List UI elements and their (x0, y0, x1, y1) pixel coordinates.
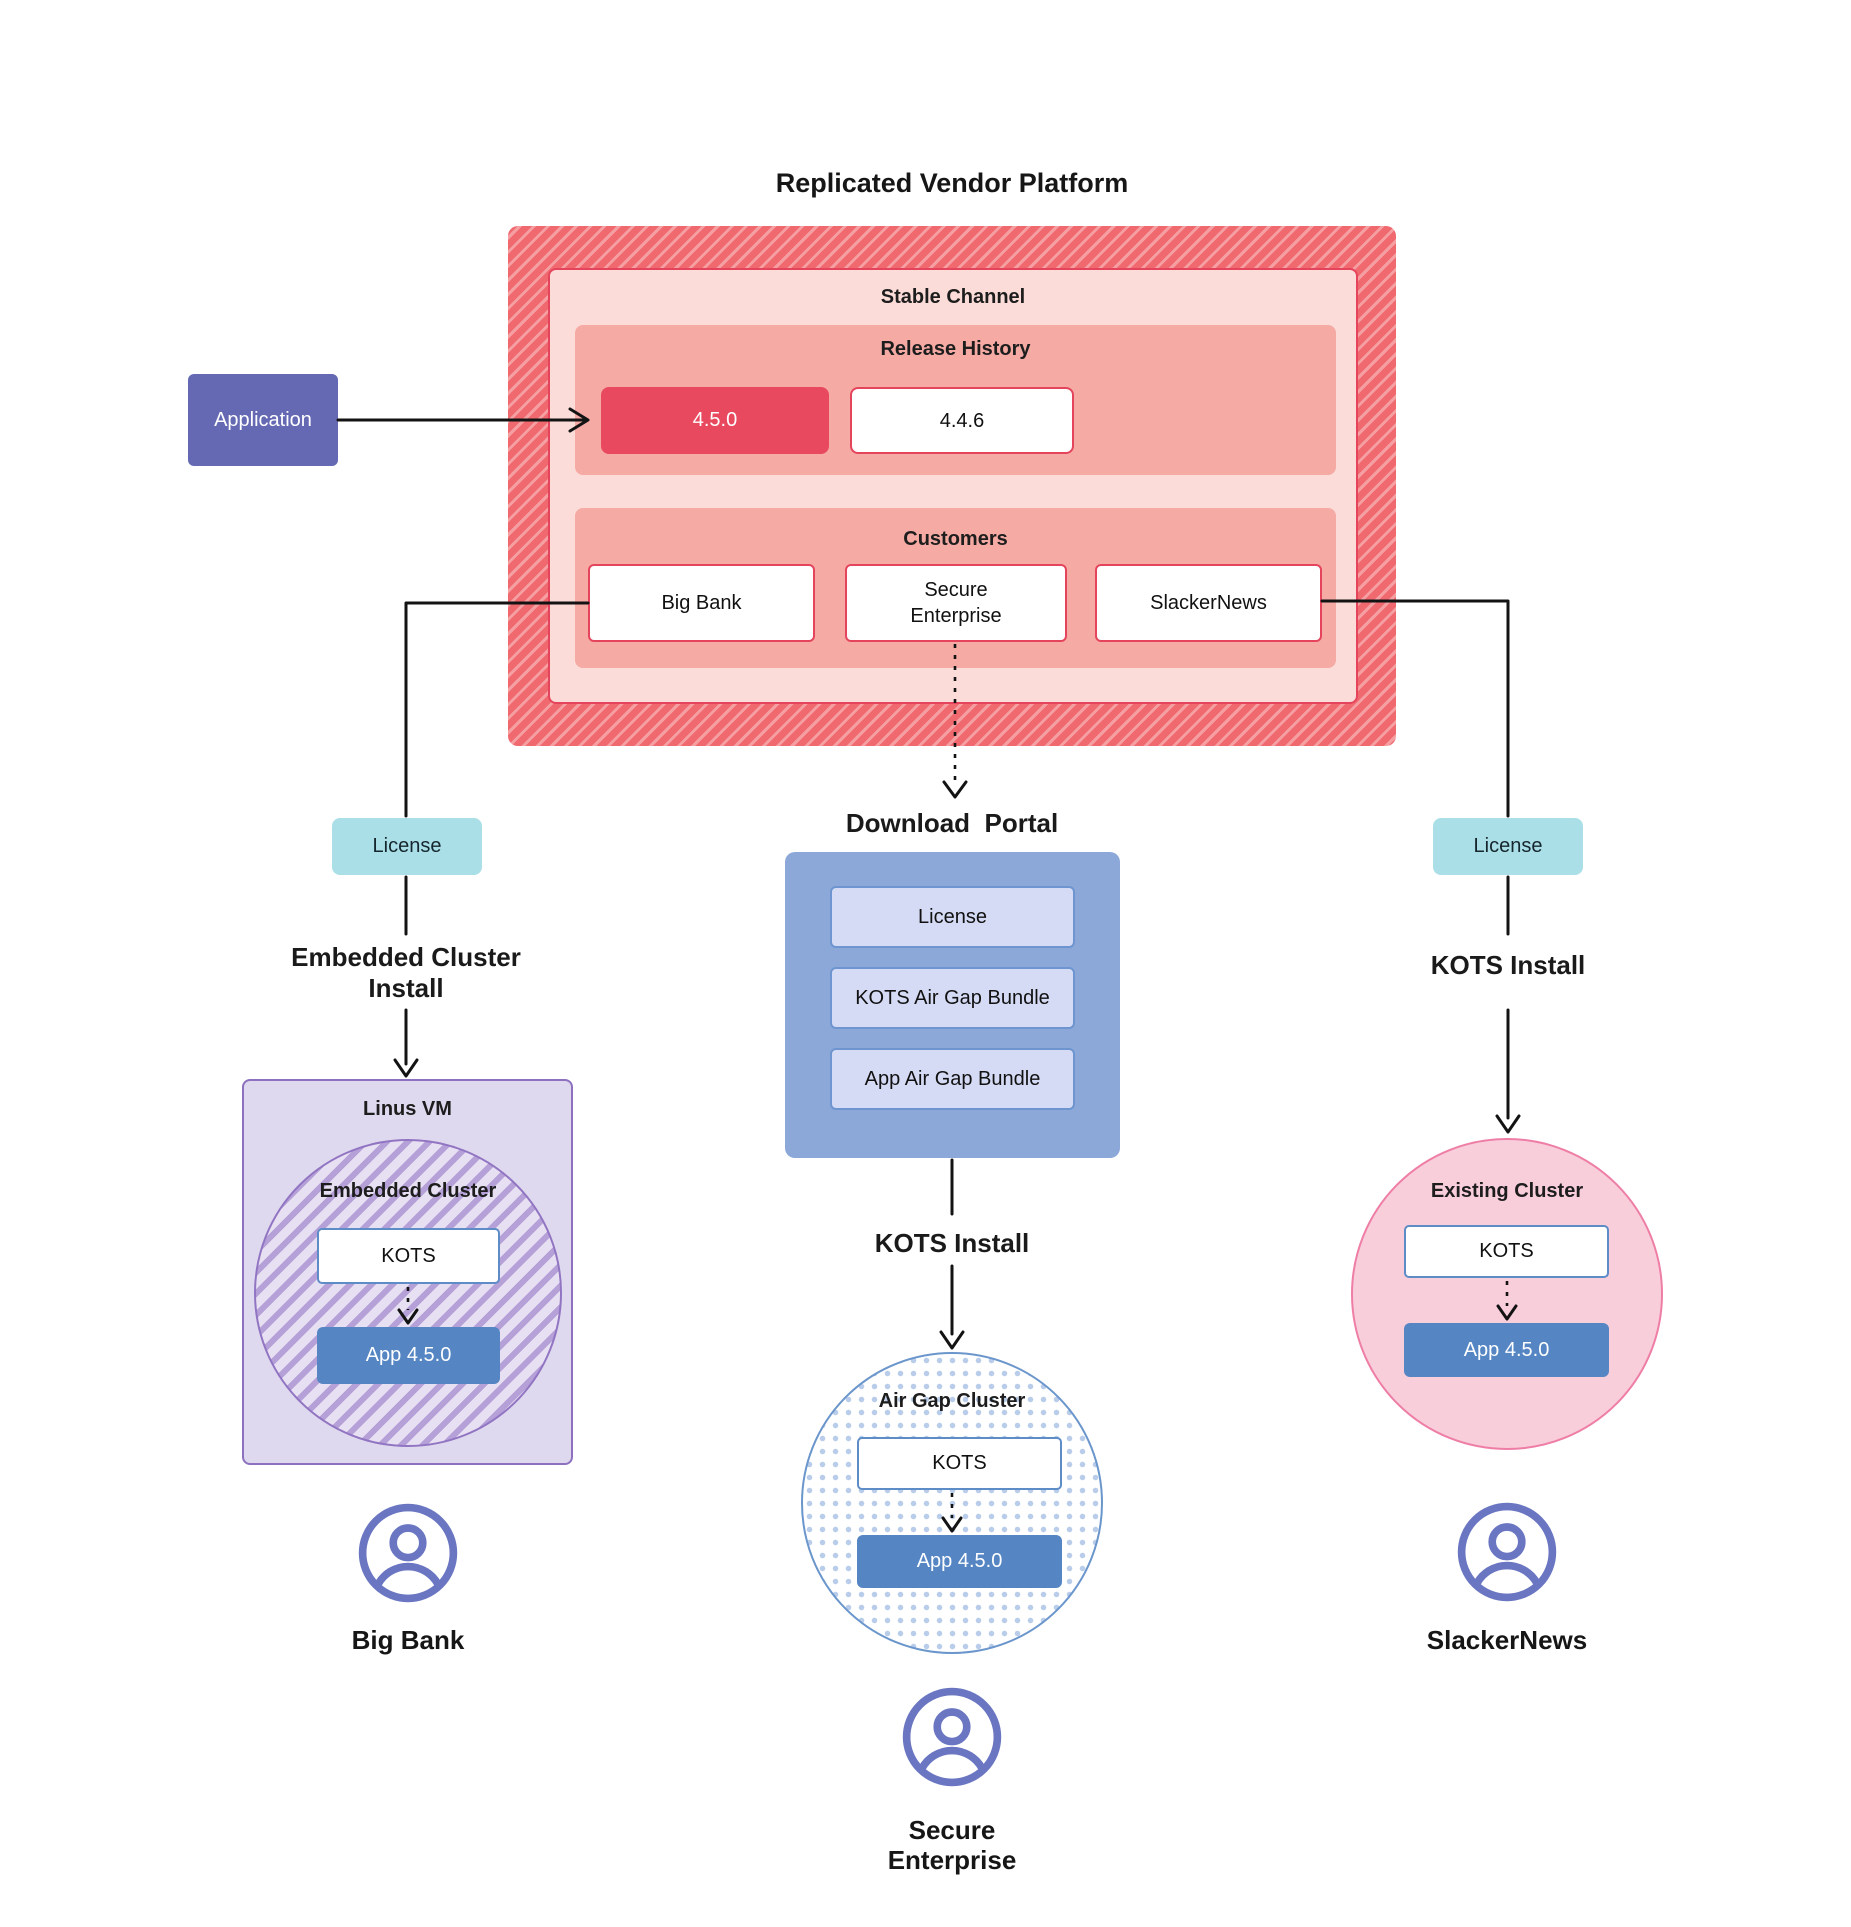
slackernews-name: SlackerNews (1426, 1625, 1588, 1655)
app-box-right: App 4.5.0 (1404, 1323, 1609, 1377)
air-gap-cluster-title: Air Gap Cluster (878, 1390, 1026, 1412)
embedded-cluster-circle (254, 1139, 562, 1447)
license-chip-right: License (1433, 818, 1583, 875)
download-portal-title: Download Portal (845, 808, 1059, 838)
existing-cluster-title: Existing Cluster (1430, 1180, 1584, 1202)
slackernews-user-icon (1457, 1502, 1557, 1602)
embedded-cluster-title: Embedded Cluster (319, 1180, 497, 1202)
release-history-title: Release History (880, 338, 1031, 360)
secure-enterprise-user-icon (902, 1687, 1002, 1787)
big-bank-user-icon (358, 1503, 458, 1603)
customers-title: Customers (903, 528, 1008, 550)
arrowhead-linus-vm (393, 1058, 419, 1078)
kots-box-right: KOTS (1404, 1225, 1609, 1278)
portal-item-license: License (830, 886, 1075, 948)
app-box-center: App 4.5.0 (857, 1535, 1062, 1588)
big-bank-name: Big Bank (351, 1625, 465, 1655)
arrowhead-download-portal (942, 780, 968, 799)
customer-slackernews: SlackerNews (1095, 564, 1322, 642)
portal-item-app-airgap-bundle: App Air Gap Bundle (830, 1048, 1075, 1110)
secure-enterprise-name: Secure Enterprise (887, 1815, 1017, 1875)
arrowhead-existing-cluster (1495, 1114, 1521, 1134)
linus-vm-title: Linus VM (363, 1098, 452, 1120)
portal-item-kots-airgap-bundle: KOTS Air Gap Bundle (830, 967, 1075, 1029)
release-4-4-6: 4.4.6 (850, 387, 1074, 454)
app-box-left: App 4.5.0 (317, 1327, 500, 1384)
arrowhead-airgap-cluster (939, 1330, 965, 1350)
license-chip-left: License (332, 818, 482, 875)
customer-big-bank: Big Bank (588, 564, 815, 642)
page-title: Replicated Vendor Platform (775, 168, 1129, 198)
release-4-5-0: 4.5.0 (601, 387, 829, 454)
stable-channel-title: Stable Channel (880, 286, 1026, 308)
application-box: Application (188, 374, 338, 466)
kots-box-center: KOTS (857, 1437, 1062, 1490)
kots-box-left: KOTS (317, 1228, 500, 1284)
customer-secure-enterprise: Secure Enterprise (845, 564, 1067, 642)
kots-install-label-right: KOTS Install (1430, 950, 1586, 980)
kots-install-label-center: KOTS Install (874, 1228, 1030, 1258)
embedded-cluster-install-label: Embedded Cluster Install (291, 942, 521, 1003)
